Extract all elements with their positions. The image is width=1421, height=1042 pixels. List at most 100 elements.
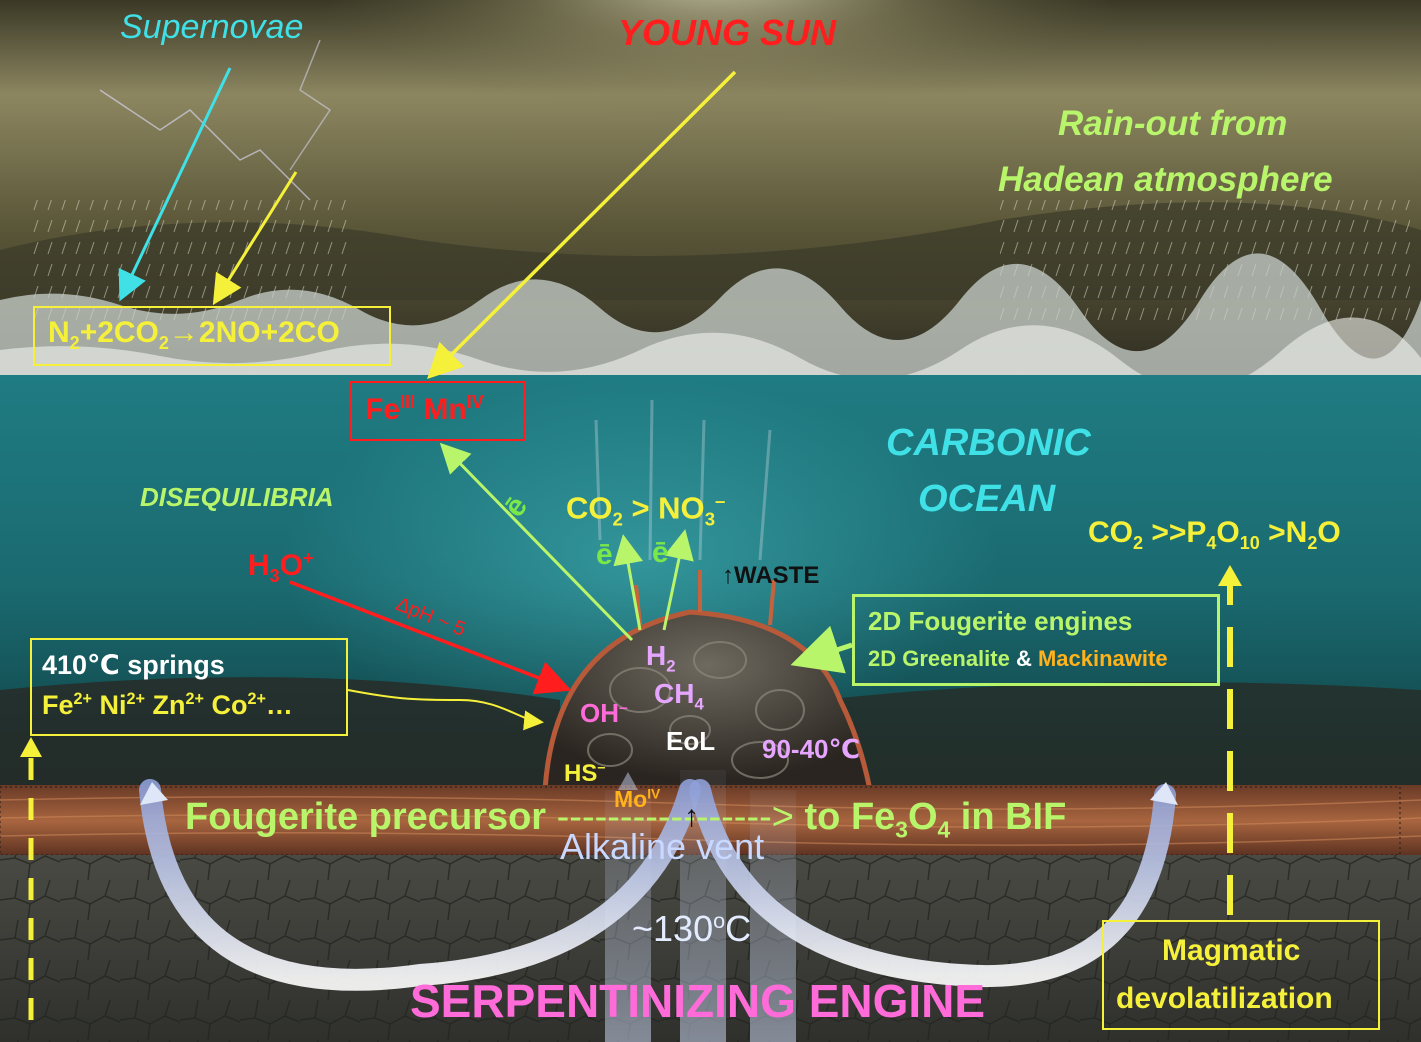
rainout-label-line1: Rain-out from xyxy=(1058,104,1288,143)
rainout-label-line2: Hadean atmosphere xyxy=(998,160,1333,199)
oh-symbol: OH xyxy=(580,698,619,728)
electron-arrow-no3 xyxy=(662,529,694,631)
lightning-arrow xyxy=(212,171,298,306)
oxidants-box xyxy=(350,381,525,441)
mound-texture xyxy=(587,641,805,779)
electron-arrow-co2 xyxy=(613,534,643,631)
metal-fe-charge: 2+ xyxy=(73,690,92,708)
oh-charge: – xyxy=(619,699,628,717)
fougerite-engines-box xyxy=(852,594,1220,686)
fougerite-precursor-label: Fougerite precursor -----------------> t… xyxy=(185,796,1066,844)
temp-value: ~130 xyxy=(632,908,714,949)
fougerite-engines-line2: 2D Greenalite & Mackinawite xyxy=(868,646,1168,672)
manganese-oxidation: IV xyxy=(466,392,484,412)
arc-head-right xyxy=(1150,782,1178,805)
supernovae-label: Supernovae xyxy=(120,8,304,46)
n2-symbol: N xyxy=(48,316,70,349)
bif-text: in BIF xyxy=(950,796,1067,838)
surface-foam xyxy=(0,317,1421,391)
reaction-arrow: → xyxy=(168,316,199,349)
co2-no3-label: CO2 > NO3– xyxy=(566,490,725,531)
hydrogen-label: H2 xyxy=(646,640,676,677)
supernovae-arrow xyxy=(118,67,232,302)
magnetite-text: to Fe xyxy=(793,796,896,838)
o-text: O xyxy=(907,796,938,838)
ch4-symbol: CH xyxy=(654,678,695,709)
ch4-sub: 4 xyxy=(694,694,704,714)
hs-symbol: HS xyxy=(564,760,598,787)
carbonic-ocean-line1: CARBONIC xyxy=(886,422,1091,464)
out-o-sub: 10 xyxy=(1239,533,1260,553)
carbonic-ocean-line2: OCEAN xyxy=(918,478,1056,520)
o-sub: 4 xyxy=(937,816,951,843)
alkaline-vent-label: Alkaline vent xyxy=(560,826,765,867)
reaction-products: 2NO+2CO xyxy=(198,316,340,349)
vent-temperature-label: 90-40℃ xyxy=(762,734,860,764)
metal-ellipsis: … xyxy=(265,690,293,720)
greenalite-label: 2D Greenalite xyxy=(868,646,1010,671)
temp-degree: o xyxy=(713,908,726,933)
metal-ni-charge: 2+ xyxy=(126,690,145,708)
arc-head-left xyxy=(140,782,168,805)
sun-glow xyxy=(300,0,1140,210)
convection-arc-left xyxy=(139,779,701,991)
nitrate-charge: – xyxy=(715,490,726,511)
hydronium-arrow xyxy=(289,580,572,695)
left-up-arrowhead xyxy=(20,737,42,757)
out-n-sub: 2 xyxy=(1307,533,1318,553)
hs-charge: – xyxy=(597,760,606,776)
electron-label-left: ē xyxy=(596,538,613,571)
mo-oxidation: IV xyxy=(647,786,661,802)
iron-oxidation: III xyxy=(400,392,416,412)
iron-symbol: Fe xyxy=(365,393,401,426)
co2-sub: 2 xyxy=(612,508,623,530)
electron-arrow-oxidants xyxy=(439,442,634,642)
h3o-charge: + xyxy=(303,548,314,568)
precursor-text: Fougerite precursor xyxy=(185,796,557,838)
n2-subscript: 2 xyxy=(69,333,80,353)
seafloor-right xyxy=(820,682,1421,790)
out-o: O xyxy=(1216,516,1240,549)
co2-symbol: +2CO xyxy=(79,316,159,349)
vent-wisps xyxy=(594,399,772,561)
out-n2o: >N xyxy=(1259,516,1308,549)
out-o-end: O xyxy=(1317,516,1341,549)
hydronium-label: H3O+ xyxy=(248,548,314,587)
lightning-2 xyxy=(289,39,332,171)
serpentinizing-engine-label: SERPENTINIZING ENGINE xyxy=(410,975,986,1027)
ampersand: & xyxy=(1009,646,1038,671)
nitrate-formula: > NO xyxy=(622,490,705,526)
metal-zn-charge: 2+ xyxy=(185,690,204,708)
right-up-arrowhead xyxy=(1218,565,1242,586)
h3o-sub: 3 xyxy=(269,566,280,586)
up-arrow-eol: ↑ xyxy=(684,800,699,833)
eol-label: EoL xyxy=(666,726,716,756)
nitrate-sub: 3 xyxy=(704,508,716,530)
nitrogen-fixation-reaction: N2+2CO2→2NO+2CO xyxy=(48,316,340,354)
metal-ni: Ni xyxy=(91,690,127,720)
lightning-1 xyxy=(99,89,311,201)
magmatic-line2: devolatilization xyxy=(1116,982,1333,1015)
nitrogen-fixation-box xyxy=(33,306,391,366)
waste-label: ↑WASTE xyxy=(722,562,820,589)
manganese-symbol: Mn xyxy=(423,393,467,426)
molybdenum-label: MoIV xyxy=(614,786,660,813)
springs-metals: Fe2+ Ni2+ Zn2+ Co2+… xyxy=(42,690,293,721)
young-sun-arrow xyxy=(427,70,737,379)
h3o-o: O xyxy=(279,549,304,582)
out-p-sub: 4 xyxy=(1206,533,1217,553)
methane-label: CH4 xyxy=(654,678,704,715)
outgassing-label: CO2 >>P4O10 >N2O xyxy=(1088,516,1341,554)
springs-box xyxy=(30,638,348,736)
co2-subscript: 2 xyxy=(158,333,169,353)
out-co2: CO xyxy=(1088,516,1133,549)
metal-co: Co xyxy=(203,690,248,720)
fe-sub: 3 xyxy=(895,816,908,843)
electron-label-right: ē xyxy=(652,536,669,569)
out-co2-sub: 2 xyxy=(1133,533,1144,553)
metal-zn: Zn xyxy=(144,690,186,720)
convection-arc-right xyxy=(689,779,1176,987)
temp-unit: C xyxy=(725,908,752,949)
